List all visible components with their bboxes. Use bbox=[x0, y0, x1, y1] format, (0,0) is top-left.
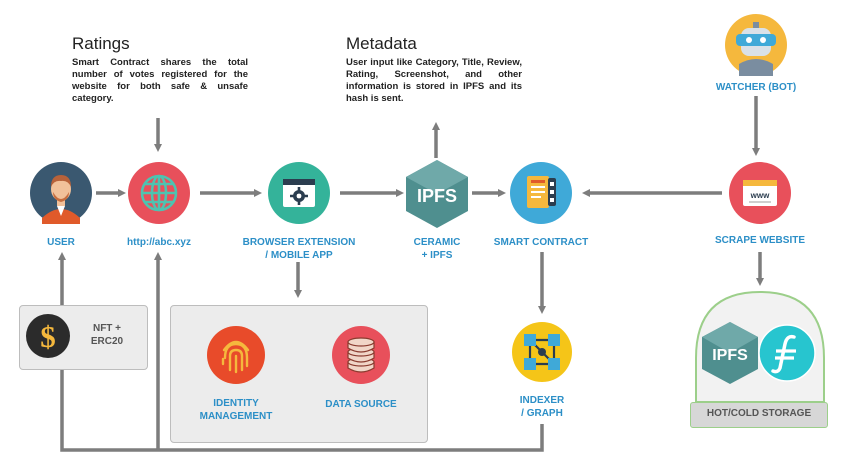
smart-contract-label: SMART CONTRACT bbox=[493, 237, 589, 248]
storage-label: HOT/COLD STORAGE bbox=[690, 402, 828, 428]
services-box bbox=[170, 305, 428, 443]
data-source-label: DATA SOURCE bbox=[325, 399, 397, 410]
scrape-browser-icon: www bbox=[729, 162, 791, 224]
user-avatar-icon bbox=[30, 162, 92, 224]
identity-label-1: IDENTITY bbox=[213, 398, 259, 409]
robot-icon bbox=[725, 14, 787, 76]
metadata-description: User input like Category, Title, Review,… bbox=[346, 57, 522, 104]
indexer-label-1: INDEXER bbox=[519, 395, 565, 406]
globe-icon bbox=[128, 162, 190, 224]
nft-label-2: ERC20 bbox=[90, 336, 124, 347]
browser-extension-label-1: BROWSER EXTENSION bbox=[242, 237, 356, 248]
fingerprint-icon bbox=[207, 326, 265, 384]
database-icon bbox=[332, 326, 390, 384]
svg-text:$: $ bbox=[40, 319, 56, 354]
website-label: http://abc.xyz bbox=[127, 237, 191, 248]
identity-label-2: MANAGEMENT bbox=[199, 411, 273, 422]
nft-label-1: NFT + bbox=[92, 323, 122, 334]
user-label: USER bbox=[47, 237, 75, 248]
ceramic-label-1: CERAMIC bbox=[413, 237, 461, 248]
scrape-website-label: SCRAPE WEBSITE bbox=[714, 235, 805, 246]
smart-contract-icon bbox=[510, 162, 572, 224]
dollar-icon: $ bbox=[26, 314, 70, 358]
www-text: www bbox=[750, 191, 770, 200]
storage-ipfs-text: IPFS bbox=[712, 347, 748, 364]
graph-network-icon bbox=[512, 322, 572, 382]
indexer-label-2: / GRAPH bbox=[521, 408, 563, 419]
ipfs-logo-text: IPFS bbox=[417, 186, 457, 206]
ratings-title: Ratings bbox=[72, 34, 130, 53]
metadata-title: Metadata bbox=[346, 34, 417, 53]
browser-settings-icon bbox=[268, 162, 330, 224]
browser-extension-label-2: / MOBILE APP bbox=[265, 250, 333, 261]
ipfs-hexagon-icon: IPFS bbox=[406, 160, 468, 228]
ceramic-label-2: + IPFS bbox=[421, 250, 453, 261]
watcher-label: WATCHER (BOT) bbox=[715, 82, 797, 93]
storage-ipfs-icon: IPFS bbox=[702, 322, 758, 384]
filecoin-icon bbox=[758, 324, 816, 382]
ratings-description: Smart Contract shares the total number o… bbox=[72, 57, 248, 104]
